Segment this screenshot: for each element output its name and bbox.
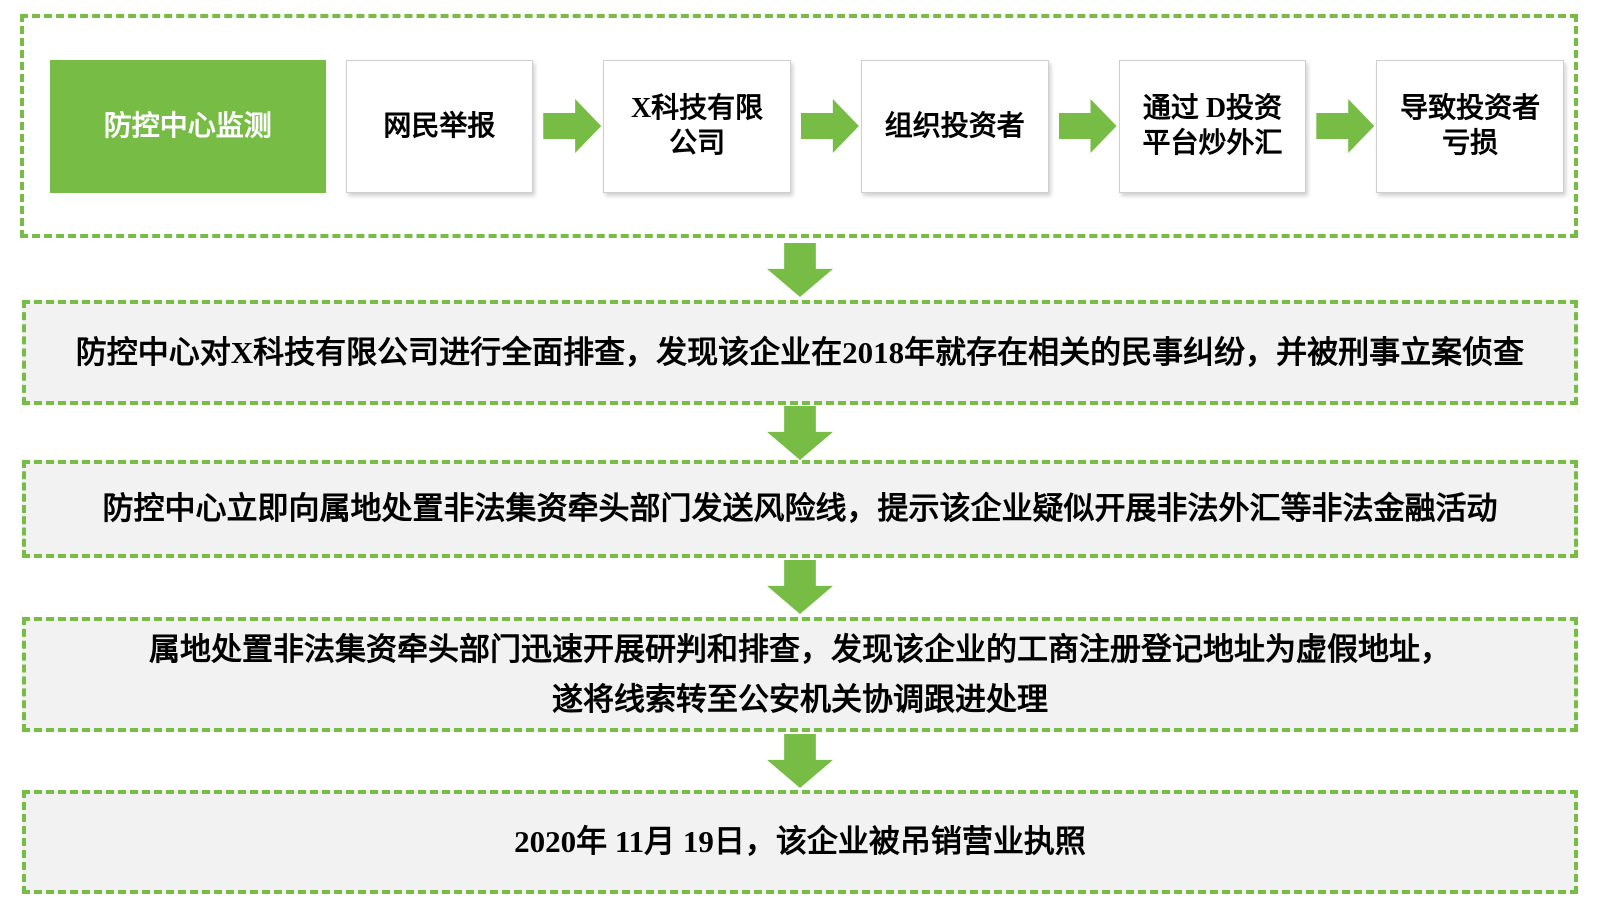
flow-node-label: 通过 D投资 平台炒外汇 bbox=[1142, 93, 1283, 159]
flow-node-x-tech-company: X科技有限 公司 bbox=[603, 59, 791, 193]
right-arrow-icon bbox=[1058, 99, 1117, 153]
flow-node-label: 网民举报 bbox=[383, 110, 496, 142]
flow-node-forex-platform: 通过 D投资 平台炒外汇 bbox=[1118, 59, 1307, 193]
down-arrow-icon bbox=[767, 243, 833, 297]
process-step-text: 遂将线索转至公安机关协调跟进处理 bbox=[552, 681, 1048, 717]
process-step-text: 2020年 11月 19日，该企业被吊销营业执照 bbox=[514, 824, 1086, 859]
flow-node-organize-investors: 组织投资者 bbox=[860, 59, 1049, 193]
down-arrow-icon bbox=[767, 734, 833, 788]
process-step-local-verification: 属地处置非法集资牵头部门迅速开展研判和排查，发现该企业的工商注册登记地址为虚假地… bbox=[22, 617, 1578, 732]
right-arrow-icon bbox=[800, 99, 859, 153]
flow-node-label: X科技有限 公司 bbox=[630, 93, 764, 159]
process-step-risk-alert: 防控中心立即向属地处置非法集资牵头部门发送风险线，提示该企业疑似开展非法外汇等非… bbox=[22, 460, 1578, 558]
process-step-text: 防控中心立即向属地处置非法集资牵头部门发送风险线，提示该企业疑似开展非法外汇等非… bbox=[102, 491, 1498, 526]
flow-node-netizen-report: 网民举报 bbox=[345, 59, 534, 193]
flow-node-label: 组织投资者 bbox=[884, 110, 1025, 142]
flow-node-investor-losses: 导致投资者 亏损 bbox=[1376, 59, 1564, 193]
process-step-text: 防控中心对X科技有限公司进行全面排查，发现该企业在2018年就存在相关的民事纠纷… bbox=[75, 334, 1525, 370]
flow-node-label: 防控中心监测 bbox=[103, 110, 272, 142]
right-arrow-icon bbox=[543, 99, 602, 153]
process-step-license-revoked: 2020年 11月 19日，该企业被吊销营业执照 bbox=[22, 790, 1578, 894]
process-step-text: 属地处置非法集资牵头部门迅速开展研判和排查，发现该企业的工商注册登记地址为虚假地… bbox=[149, 631, 1451, 667]
process-step-full-investigation: 防控中心对X科技有限公司进行全面排查，发现该企业在2018年就存在相关的民事纠纷… bbox=[22, 300, 1578, 405]
down-arrow-icon bbox=[767, 560, 833, 614]
flow-node-monitoring-center: 防控中心监测 bbox=[50, 59, 326, 193]
right-arrow-icon bbox=[1316, 99, 1375, 153]
down-arrow-icon bbox=[767, 406, 833, 460]
flow-node-label: 导致投资者 亏损 bbox=[1400, 93, 1541, 159]
monitoring-flow-panel: 防控中心监测 网民举报 X科技有限 公司 组织投资者 通过 D投资 平台炒外汇 … bbox=[20, 14, 1578, 238]
